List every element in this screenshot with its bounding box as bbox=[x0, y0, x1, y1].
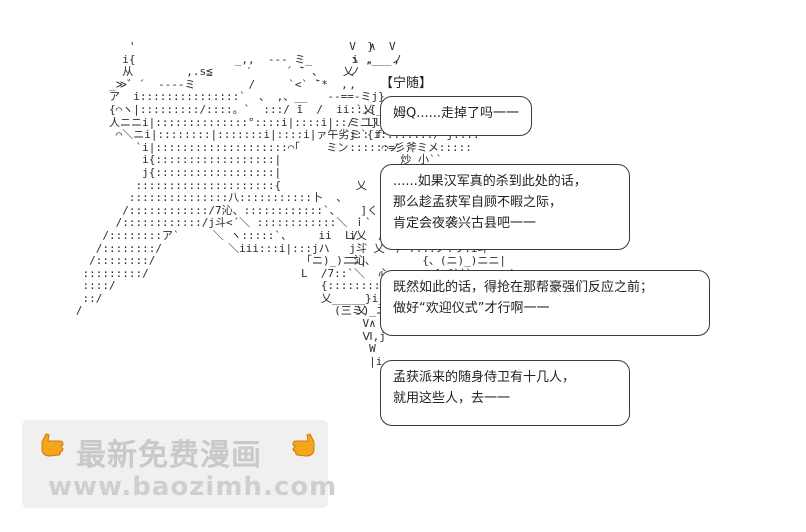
ascii-art-characters: ' } i{ _,, --- ミ_ i ,___ノ 从 ,.s≦ ′ ´ ̄` … bbox=[75, 40, 520, 318]
bubble-2-line-2: 那么趁孟获军自顾不暇之际， bbox=[393, 195, 563, 210]
bubble-2-line-1: ......如果汉军真的杀到此处的话， bbox=[393, 174, 587, 189]
speech-bubble-2: ......如果汉军真的杀到此处的话， 那么趁孟获军自顾不暇之际， 肯定会夜袭兴… bbox=[380, 164, 630, 250]
speech-bubble-1: 姆Q......走掉了吗一一 bbox=[380, 96, 532, 136]
bubble-4-line-2: 就用这些人，去一一 bbox=[393, 391, 511, 406]
bubble-3-line-1: 既然如此的话，得抢在那帮豪强们反应之前； bbox=[393, 280, 654, 295]
pointing-hand-icon bbox=[41, 433, 64, 457]
bubble-3-line-2: 做好“欢迎仪式”才行啊一一 bbox=[393, 301, 550, 316]
watermark-url: www.baozimh.com bbox=[48, 472, 338, 502]
pointing-hand-icon bbox=[292, 433, 315, 457]
ascii-art-bubble-tails: V ∧ V ヽ , , ノ , `乂 ミ二} j:: f ::::::ノ 乂 i… bbox=[349, 40, 400, 368]
speech-bubble-4: 孟获派来的随身侍卫有十几人， 就用这些人，去一一 bbox=[380, 360, 630, 426]
bubble-1-line-1: 姆Q......走掉了吗一一 bbox=[393, 106, 520, 121]
watermark: 最新免费漫画 www.baozimh.com bbox=[22, 420, 336, 508]
speech-bubble-3: 既然如此的话，得抢在那帮豪强们反应之前； 做好“欢迎仪式”才行啊一一 bbox=[380, 270, 710, 336]
bubble-2-line-3: 肯定会夜袭兴古县吧一一 bbox=[393, 216, 537, 231]
watermark-text: 最新免费漫画 bbox=[76, 438, 262, 473]
speaker-label: 【宁随】 bbox=[380, 76, 433, 91]
bubble-4-line-1: 孟获派来的随身侍卫有十几人， bbox=[393, 370, 576, 385]
